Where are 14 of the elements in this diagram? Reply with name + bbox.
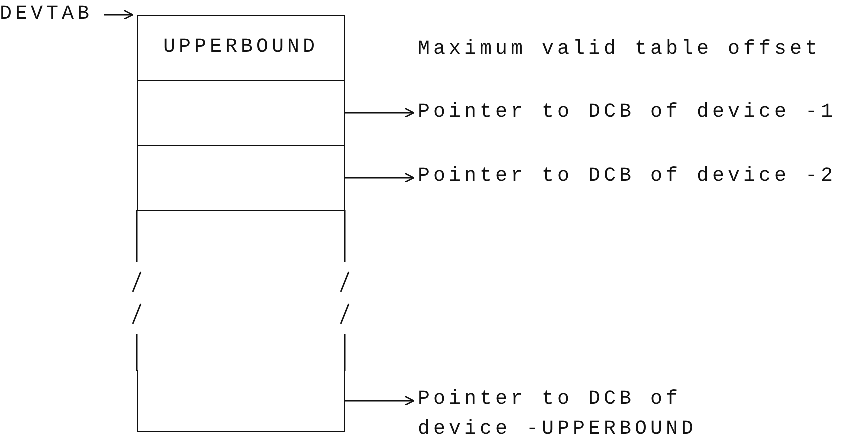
pointer-label: Pointer to DCB of device -1 — [418, 98, 848, 128]
cell-label: UPPERBOUND — [163, 35, 319, 61]
table-cell — [137, 145, 345, 211]
arrow — [345, 172, 415, 184]
pointer-label: Pointer to DCB of device -2 — [418, 162, 848, 192]
pointer-name: DEVTAB — [0, 0, 104, 30]
arrow — [345, 396, 415, 406]
table-cell — [137, 15, 345, 81]
table-cell — [137, 80, 345, 146]
arrow — [104, 10, 134, 20]
pointer-label: Pointer to DCB of device -UPPERBOUND — [418, 385, 708, 445]
annotation: Maximum valid table offset — [418, 37, 822, 63]
arrow — [345, 108, 415, 118]
table-cell — [137, 370, 345, 432]
